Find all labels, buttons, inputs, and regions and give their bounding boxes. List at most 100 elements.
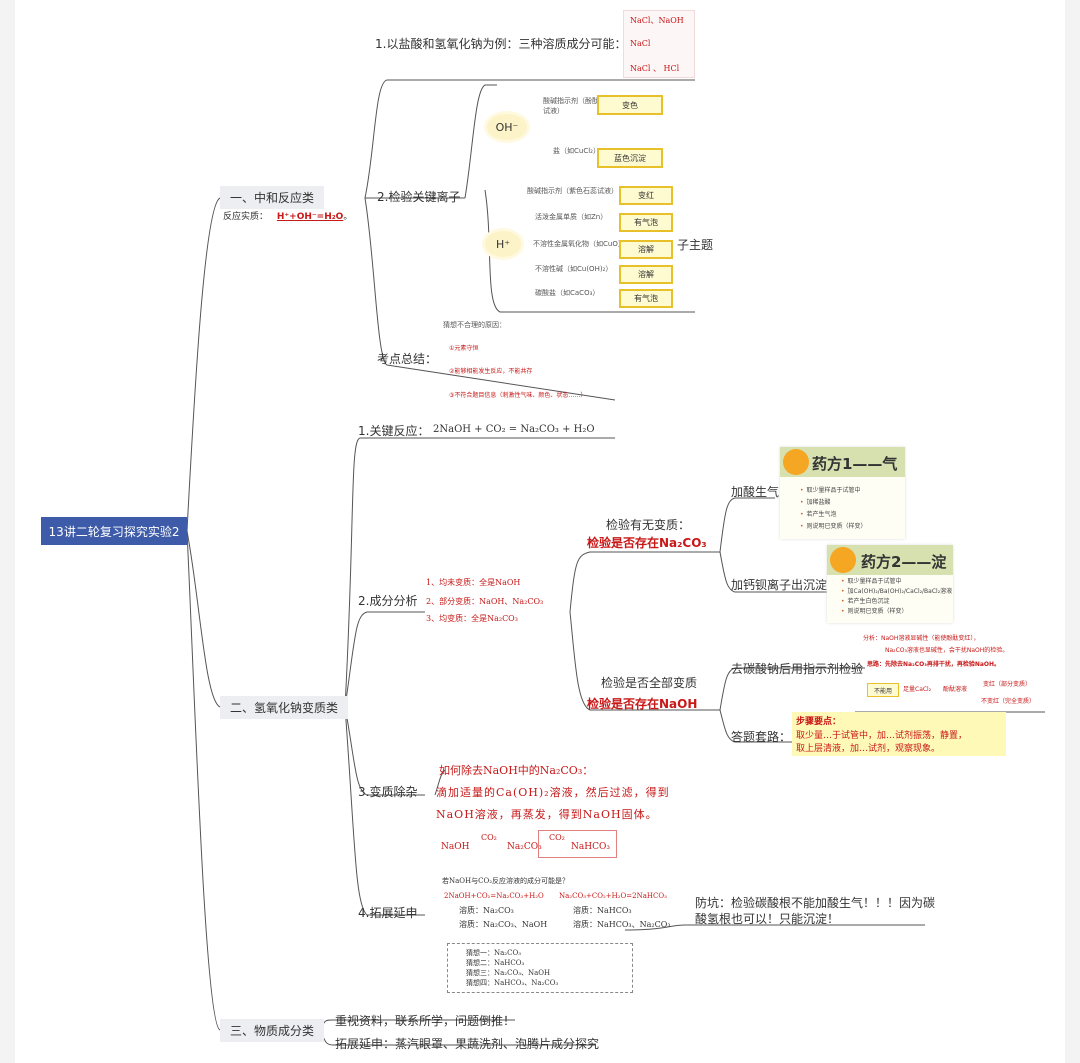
summary-label[interactable]: 考点总结： (377, 352, 438, 366)
oh-test-2-reagent: 盐（如CuCl₂） (553, 147, 600, 155)
extension-left-2: 溶质：Na₂CO₃、NaOH (459, 920, 548, 929)
h-test-1-reagent: 酸碱指示剂（紫色石蕊试液） (527, 187, 618, 195)
summary-intro: 猜想不合理的原因： (443, 321, 506, 329)
section-2-title[interactable]: 二、氢氧化钠变质类 (220, 696, 349, 719)
h-test-2-result: 有气泡 (619, 213, 673, 232)
recipe-card-1-title: 药方1——气 (812, 455, 898, 473)
recipe-card-1-bullet: 若产生气泡 (800, 509, 867, 521)
recipe-card-2-bullet: 则说明已变质（样变） (841, 607, 952, 617)
answer-title: 步骤要点： (796, 717, 842, 727)
h-test-3-reagent: 不溶性金属氧化物（如CuO） (533, 240, 625, 248)
oh-test-1-reagent: 酸碱指示剂（酚酞试液） (543, 97, 599, 115)
analysis-case-3: 3、均变质：全是Na₂CO₃ (426, 614, 518, 623)
extension-label[interactable]: 4.拓展延申 (358, 906, 418, 920)
extension-eq-2: Na₂CO₃+CO₂+H₂O=2NaHCO₃ (559, 892, 667, 900)
summary-reason-1: ①元素守恒 (449, 345, 479, 352)
check2-main: 检验是否存在NaOH (587, 697, 698, 711)
guess-3: 猜想三：Na₂CO₃、NaOH (466, 969, 551, 977)
lightbulb-icon (783, 449, 809, 475)
essence-label: 反应实质： (223, 212, 269, 222)
acid-gas-label[interactable]: 加酸生气 (731, 485, 780, 499)
example-options-box: NaCl、NaOH NaCl NaCl 、 HCl (623, 10, 695, 78)
h-test-2-reagent: 活泼金属单质（如Zn） (535, 213, 608, 221)
guess-1: 猜想一：Na₂CO₃ (466, 949, 522, 957)
section-3-item-2[interactable]: 拓展延申：蒸汽眼罩、果蔬洗剂、泡腾片成分探究 (335, 1037, 600, 1051)
section-3-title[interactable]: 三、物质成分类 (220, 1019, 325, 1042)
h-test-3-result: 溶解 (619, 240, 673, 259)
oh-test-1-result: 变色 (597, 95, 663, 115)
section-1-essence: 反应实质： H⁺+OH⁻=H₂O。 (223, 209, 352, 222)
h-test-1-result: 变红 (619, 186, 673, 205)
guess-4: 猜想四：NaHCO₃、Na₂CO₃ (466, 979, 559, 987)
flow-result-2: 不变红（完全变质） (981, 698, 1036, 705)
pit-line-2[interactable]: 酸氢根也可以！只能沉淀！ (695, 912, 840, 926)
guess-2: 猜想二：NaHCO₃ (466, 959, 525, 967)
extension-left-1: 溶质：Na₂CO₃ (459, 906, 514, 915)
removal-question: 如何除去NaOH中的Na₂CO₃： (439, 764, 594, 777)
removal-label[interactable]: 3.变质除杂 (358, 785, 418, 799)
analysis-case-1: 1、均未变质：全是NaOH (426, 578, 521, 587)
chain-naoh: NaOH (441, 842, 470, 852)
recipe-card-2-bullets: 取少量样品于试管中 加Ca(OH)₂/Ba(OH)₂/CaCl₂/BaCl₂溶液… (841, 577, 953, 617)
key-reaction-equation: 2NaOH + CO₂ = Na₂CO₃ + H₂O (433, 424, 595, 435)
extension-right-2: 溶质：NaHCO₃、Na₂CO₃ (573, 920, 671, 929)
remove-analysis-a: 分析：NaOH溶液显碱性（能使酚酞变红）， (863, 635, 980, 642)
removal-line-2: NaOH溶液，再蒸发，得到NaOH固体。 (436, 808, 658, 821)
essence-tail: 。 (343, 212, 353, 222)
chain-nahco3: NaHCO₃ (571, 842, 610, 852)
extension-eq-1: 2NaOH+CO₂=Na₂CO₃+H₂O (444, 892, 544, 900)
summary-reason-2: ②能够相能发生反应，不能共存 (449, 368, 533, 375)
chain-co2-a: CO₂ (481, 833, 497, 842)
h-test-4-result: 溶解 (619, 265, 673, 284)
check1-label[interactable]: 检验有无变质： (606, 518, 691, 532)
extension-right-1: 溶质：NaHCO₃ (573, 906, 632, 915)
ions-label[interactable]: 2.检验关键离子 (377, 190, 461, 204)
recipe-card-2-bullet: 取少量样品于试管中 (841, 577, 952, 587)
recipe-card-2-bullet: 若产生白色沉淀 (841, 597, 952, 607)
flow-step1: 足量CaCl₂ (903, 686, 932, 693)
h-test-4-reagent: 不溶性碱（如Cu(OH)₂） (535, 265, 613, 273)
recipe-card-1-bullet: 加稀盐酸 (800, 497, 867, 509)
removal-line-1: 滴加适量的Ca(OH)₂溶液，然后过滤，得到 (436, 786, 670, 799)
recipe-card-2-bullet: 加Ca(OH)₂/Ba(OH)₂/CaCl₂/BaCl₂溶液 (841, 587, 953, 597)
flow-start: 不能用 (867, 683, 899, 697)
h-test-5-reagent: 碳酸盐（如CaCO₃） (535, 289, 600, 297)
h-test-5-result: 有气泡 (619, 289, 673, 308)
lightbulb-icon (830, 547, 856, 573)
oh-test-2-result: 蓝色沉淀 (597, 148, 663, 168)
summary-reason-3: ③不符合题目信息（刺激性气味、颜色、状态……） (449, 392, 587, 399)
analysis-label[interactable]: 2.成分分析 (358, 594, 418, 608)
recipe-card-1: 药方1——气 取少量样品于试管中 加稀盐酸 若产生气泡 则说明已变质（样变） (780, 447, 905, 539)
remove-carbonate-label[interactable]: 去碳酸钠后用指示剂检验 (731, 662, 864, 676)
oh-ion-cloud: OH⁻ (487, 114, 527, 140)
section-3-item-1[interactable]: 重视资料，联系所学，问题倒推！ (335, 1014, 516, 1028)
h-ion-cloud: H⁺ (485, 231, 521, 257)
root-topic[interactable]: 13讲二轮复习探究实验2 (41, 517, 187, 545)
example-option-3: NaCl 、 HCl (630, 64, 680, 73)
flow-result-1: 变红（部分变质） (983, 681, 1032, 688)
example-option-1: NaCl、NaOH (630, 16, 684, 25)
section-1-title[interactable]: 一、中和反应类 (220, 186, 325, 209)
remove-thought: 思路：先除去Na₂CO₃再排干扰，再检验NaOH。 (867, 661, 1001, 668)
recipe-card-2-title: 药方2——淀 (861, 553, 947, 571)
check2-label[interactable]: 检验是否全部变质 (601, 676, 698, 690)
barium-precipitate-label[interactable]: 加钙钡离子出沉淀 (731, 578, 828, 592)
answer-line-2: 取上层清液，加…试剂，观察现象。 (796, 744, 941, 754)
subtopic-label[interactable]: 子主题 (677, 238, 714, 252)
pit-line-1[interactable]: 防坑：检验碳酸根不能加酸生气！！！因为碳 (695, 896, 936, 910)
recipe-card-2: 药方2——淀 取少量样品于试管中 加Ca(OH)₂/Ba(OH)₂/CaCl₂/… (827, 545, 953, 623)
answer-label[interactable]: 答题套路： (731, 730, 792, 744)
essence-formula: H⁺+OH⁻=H₂O (276, 212, 344, 222)
connector-lines (186, 79, 1045, 1046)
chain-box (538, 830, 617, 858)
answer-box: 步骤要点： 取少量…于试管中，加…试剂振荡，静置， 取上层清液，加…试剂，观察现… (792, 712, 1006, 756)
mindmap-canvas: 13讲二轮复习探究实验2 一、中和反应类 反应实质： H⁺+OH⁻=H₂O。 1… (15, 0, 1065, 1063)
recipe-card-1-bullet: 取少量样品于试管中 (800, 485, 867, 497)
recipe-card-1-bullets: 取少量样品于试管中 加稀盐酸 若产生气泡 则说明已变质（样变） (800, 485, 867, 533)
remove-analysis-b: Na₂CO₃溶液也显碱性，会干扰NaOH的检验。 (885, 647, 1009, 654)
example-option-2: NaCl (630, 39, 651, 48)
example-label[interactable]: 1.以盐酸和氢氧化钠为例：三种溶质成分可能： (375, 37, 627, 51)
guesses-box: 猜想一：Na₂CO₃ 猜想二：NaHCO₃ 猜想三：Na₂CO₃、NaOH 猜想… (447, 943, 633, 993)
key-reaction-label[interactable]: 1.关键反应： (358, 424, 430, 438)
chain-co2-b: CO₂ (549, 833, 565, 842)
